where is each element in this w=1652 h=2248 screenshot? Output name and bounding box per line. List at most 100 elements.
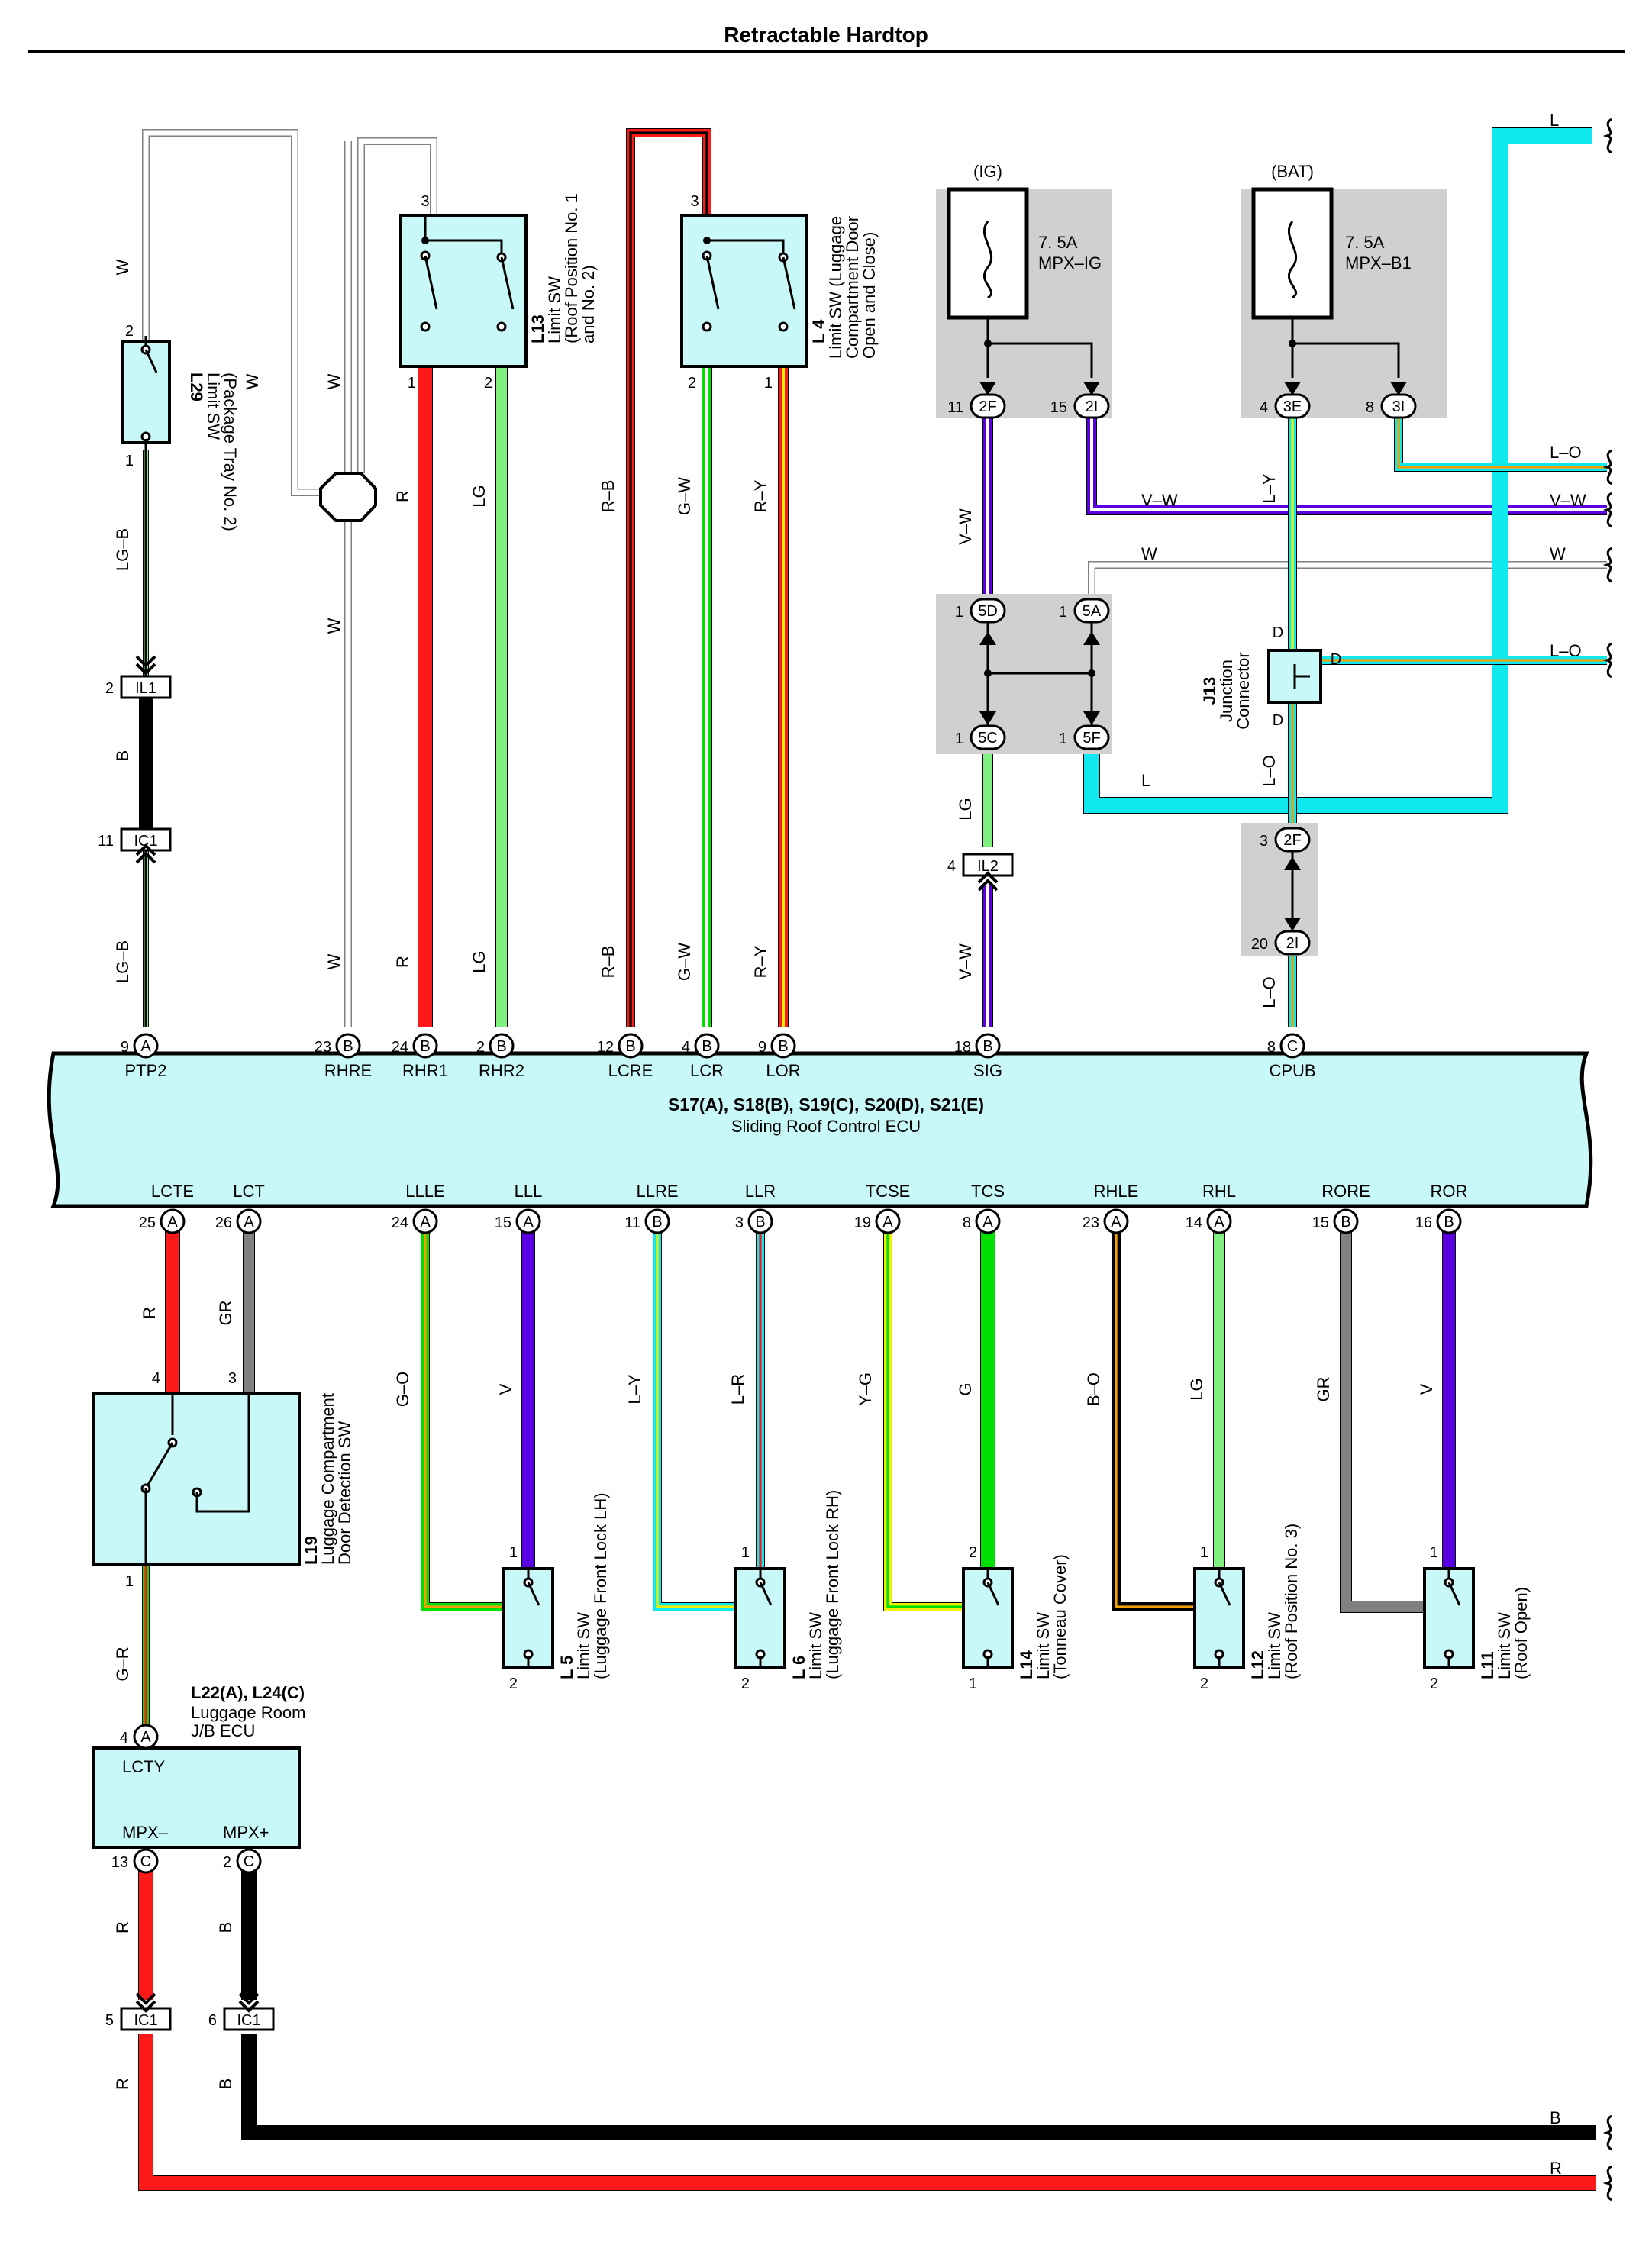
chev-ic1-a [135, 2000, 156, 2013]
jb-ecu-pin-a: 13 [111, 1854, 128, 1871]
ecu-top-terminal-rhre-letter: B [343, 1038, 353, 1055]
ecu-top-pin-lcr: 4 [682, 1039, 690, 1056]
ecu-top-terminal-cpub [1279, 1033, 1305, 1059]
l14-line2: (Tonneau Cover) [1050, 1554, 1070, 1679]
ecu-bottom-terminal-lct [236, 1208, 262, 1234]
jb-ecu-term-lcty: LCTY [122, 1757, 166, 1776]
l19-pin-a: 4 [152, 1370, 160, 1387]
chev-il2 [977, 871, 999, 884]
jb5-arrow-1 [979, 631, 996, 645]
ecu-body [47, 1051, 1593, 1208]
jb-pin-num-1: 15 [1050, 399, 1067, 416]
ecu-top-terminal-lcre [618, 1033, 644, 1059]
ecu-top-pin-rhr2: 2 [476, 1039, 485, 1056]
ecu-bottom-name-rhle: RHLE [1094, 1182, 1139, 1201]
wires-layer [138, 127, 1607, 2191]
ecu-top-terminal-lor-letter: B [778, 1038, 788, 1055]
jb-ecu-terminal-a [133, 1848, 159, 1874]
wire-label-h-w-5: W [1550, 544, 1566, 563]
ecu-bottom-pin-tcs: 8 [963, 1214, 971, 1231]
bat-junction [1289, 340, 1296, 347]
inline-ic1-1-label: IC1 [134, 833, 157, 850]
jb-pin-5a-5-text: 5A [1083, 603, 1102, 620]
l4-line3: Open and Close) [860, 232, 879, 359]
j13-line2: Connector [1234, 652, 1253, 730]
ecu-bottom-name-rore: RORE [1321, 1182, 1370, 1201]
bat-fuse-box [1251, 187, 1334, 320]
wire-label-w-2: W [324, 373, 344, 389]
jb-pin-5f-7-text: 5F [1083, 730, 1100, 747]
wire-2i-vw-stripe [1090, 418, 1607, 511]
wire-label-h-w-4: W [1141, 544, 1157, 563]
l14-pin-top: 2 [969, 1544, 977, 1561]
jb-pin-num-9: 20 [1251, 936, 1268, 953]
ecu-bottom-pin-llre: 11 [624, 1214, 640, 1231]
l19-loop [195, 1393, 250, 1513]
ig-fuse-name: MPX–IG [1038, 253, 1102, 273]
wire-label-gw-14: G–W [675, 477, 694, 515]
jb-pin-num-6: 1 [955, 731, 963, 747]
ecu-bottom-terminal-tcse [875, 1208, 901, 1234]
jb-ecu-line2: J/B ECU [191, 1721, 255, 1740]
wire-label-h-vw-3: V–W [1550, 491, 1586, 510]
l13-pin-b: 2 [484, 375, 492, 392]
l29-code: L29 [187, 373, 206, 402]
bat-bus [1291, 318, 1400, 378]
jb-pin-3i-3-text: 3I [1392, 398, 1405, 415]
l6-pin-top: 1 [741, 1544, 750, 1561]
l4-line2: Compartment Door [843, 216, 862, 359]
jb-pin-3e-2-text: 3E [1283, 398, 1302, 415]
ecu-top-terminal-lcr [694, 1033, 720, 1059]
wire-label-h-lo-1: L–O [1550, 443, 1582, 462]
jb-pin-5d-4-text: 5D [978, 603, 998, 620]
wire-r-out-base [139, 2034, 1596, 2190]
break-mark-3 [1602, 547, 1612, 583]
ecu-top-name-lor: LOR [766, 1061, 800, 1080]
jb5-arrow-4 [1083, 711, 1100, 725]
jb-pin-2i-9-text: 2I [1286, 935, 1299, 952]
ecu-bottom-terminal-tcs [975, 1208, 1001, 1234]
ecu-top-name-lcre: LCRE [608, 1061, 653, 1080]
labels-layer: 9PTP223RHRE24RHR12RHR212LCRE4LCR9LOR18SI… [98, 111, 1586, 2178]
jb2-arrow-up [1284, 856, 1301, 870]
jb-arrow-3i [1390, 382, 1407, 395]
wire-label-lg-11: LG [469, 950, 489, 972]
jb-pin-5c-6-text: 5C [978, 730, 998, 747]
l29-pin-bottom: 1 [125, 453, 134, 469]
ig-fuse-rating: 7. 5A [1038, 233, 1078, 252]
wire-5a-w [1088, 561, 1607, 594]
ecu-top-pin-rhr1: 24 [392, 1039, 408, 1056]
ecu-top-terminal-rhr2 [489, 1033, 515, 1059]
l14-pin-bottom: 1 [969, 1676, 977, 1692]
jb-pin-2f-8-text: 2F [1283, 832, 1301, 849]
l4-pin-b: 1 [764, 375, 773, 392]
wire-b-out-base [242, 2034, 1596, 2140]
ecu-bottom-name-tcse: TCSE [866, 1182, 911, 1201]
ecu-bottom-pin-rhle: 23 [1083, 1214, 1099, 1231]
wire-label-h-vw-2: V–W [1141, 491, 1178, 510]
ig-header: (IG) [973, 162, 1002, 181]
wire-label-ry-17: R–Y [751, 945, 770, 978]
ecu-bottom-name-lcte: LCTE [151, 1182, 194, 1201]
inline-ic1-1 [120, 827, 172, 852]
ecu-bottom-terminal-lct-letter: A [244, 1214, 254, 1230]
ecu-top-terminal-ptp2-letter: A [140, 1038, 151, 1055]
wire-label-lg-19: LG [956, 798, 975, 820]
inline-pin-4: 6 [208, 2012, 217, 2029]
ecu-bottom-terminal-llr-letter: B [755, 1214, 765, 1230]
bat-fuse-name: MPX–B1 [1345, 253, 1412, 273]
wire-label-r-29: R [140, 1307, 159, 1319]
jb-ecu-terminal-top [133, 1724, 159, 1750]
break-mark-2 [1602, 492, 1612, 528]
inline-ic1-3-label: IC1 [134, 2012, 157, 2029]
ecu-bottom-pin-ror: 16 [1415, 1214, 1432, 1231]
ecu-bottom-terminal-ror-letter: B [1444, 1214, 1454, 1230]
wire-label-r-8: R [393, 490, 412, 502]
l11-code: L11 [1478, 1651, 1497, 1679]
diagram-title: Retractable Hardtop [724, 23, 928, 47]
ecu-bottom-terminal-lcte [160, 1208, 186, 1234]
ecu-bottom-terminal-rhl-letter: A [1214, 1214, 1224, 1230]
l29-switch-box [121, 340, 171, 444]
wire-3i-lo-stripe [1397, 418, 1607, 469]
l4-c3 [702, 321, 712, 332]
